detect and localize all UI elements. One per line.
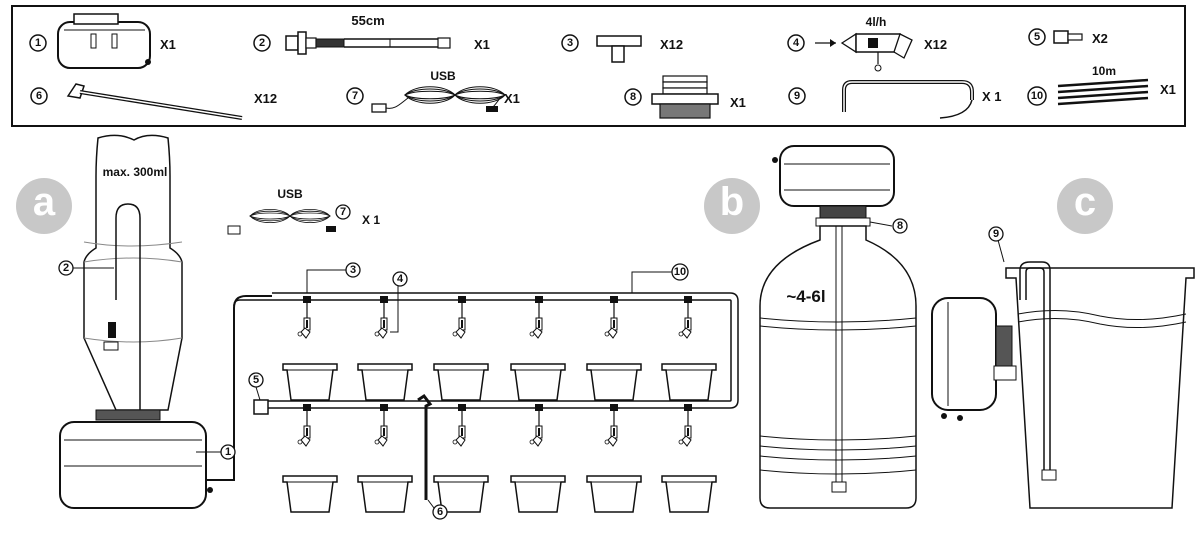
part-8-canister-adapter: 8 X1 <box>624 75 746 119</box>
part-number: 2 <box>259 37 265 49</box>
callout-number: 4 <box>397 273 404 285</box>
tube-length-label: 55cm <box>351 13 384 28</box>
usb-label: USB <box>277 187 303 201</box>
part-quantity: X1 <box>504 91 520 106</box>
end-plug <box>253 399 269 415</box>
part-number: 5 <box>1034 31 1040 43</box>
callout-number: 5 <box>253 374 259 386</box>
part-7-usb-cable: 7 USB X1 <box>346 69 520 113</box>
setup-a: a max. 300ml 1 2 USB 7 X 1 <box>16 134 380 509</box>
part-1-pump: 1 X1 <box>29 13 176 69</box>
setup-c: c 9 <box>931 178 1195 509</box>
usb-quantity: X 1 <box>362 213 380 227</box>
setup-badge-a <box>16 178 72 234</box>
bottle-capacity-label: max. 300ml <box>103 165 168 179</box>
callout-number: 2 <box>63 262 69 274</box>
setup-badge-b <box>704 178 760 234</box>
part-number: 8 <box>630 91 636 103</box>
usb-label: USB <box>430 69 456 83</box>
part-quantity: X 1 <box>982 89 1002 104</box>
callout-number: 1 <box>225 446 231 458</box>
part-number: 4 <box>793 37 800 49</box>
setup-letter: b <box>720 180 744 224</box>
part-number: 3 <box>567 37 573 49</box>
canister-volume-label: ~4-6l <box>786 287 825 306</box>
callout-number: 7 <box>340 206 346 218</box>
part-number: 7 <box>352 90 358 102</box>
setup-badge-c <box>1057 178 1113 234</box>
callout-number: 10 <box>674 266 686 278</box>
part-quantity: X12 <box>924 37 947 52</box>
water-canister <box>759 225 917 509</box>
drip-line-network: 5 6 3 4 10 <box>233 262 739 520</box>
part-3-t-connector: 3 X12 <box>561 34 683 63</box>
setup-letter: a <box>33 180 56 224</box>
callout-number: 3 <box>350 264 356 276</box>
part-quantity: X1 <box>1160 82 1176 97</box>
part-quantity: X12 <box>254 91 277 106</box>
part-number: 9 <box>794 90 800 102</box>
part-number: 1 <box>35 37 41 49</box>
part-number: 10 <box>1031 90 1043 102</box>
side-pump <box>931 297 997 411</box>
part-5-end-plug: 5 X2 <box>1028 28 1108 46</box>
part-quantity: X1 <box>730 95 746 110</box>
setup-letter: c <box>1074 180 1096 224</box>
part-10-tubing: 10 10m X1 <box>1027 64 1176 106</box>
flow-rate-label: 4l/h <box>866 15 887 29</box>
part-9-tube-hook: 9 X 1 <box>788 80 1002 119</box>
part-2-suction-tube: 2 55cm X1 <box>253 13 490 55</box>
part-quantity: X1 <box>474 37 490 52</box>
callout-number: 8 <box>897 220 903 232</box>
callout-number: 9 <box>993 228 999 240</box>
part-number-badge <box>29 34 47 52</box>
water-bucket <box>1005 267 1195 509</box>
tubing-length-label: 10m <box>1092 64 1116 78</box>
pump-unit <box>779 145 895 207</box>
part-quantity: X2 <box>1092 31 1108 46</box>
part-4-dripper: 4 4l/h X12 <box>787 15 947 72</box>
parts-list-frame <box>11 5 1186 127</box>
part-quantity: X12 <box>660 37 683 52</box>
part-number: 6 <box>36 90 42 102</box>
setup-b: b 8 ~4-6l <box>704 145 917 509</box>
callout-number: 6 <box>437 506 443 518</box>
part-quantity: X1 <box>160 37 176 52</box>
pump-base <box>59 421 207 509</box>
part-6-ground-stake: 6 X12 <box>30 83 277 120</box>
